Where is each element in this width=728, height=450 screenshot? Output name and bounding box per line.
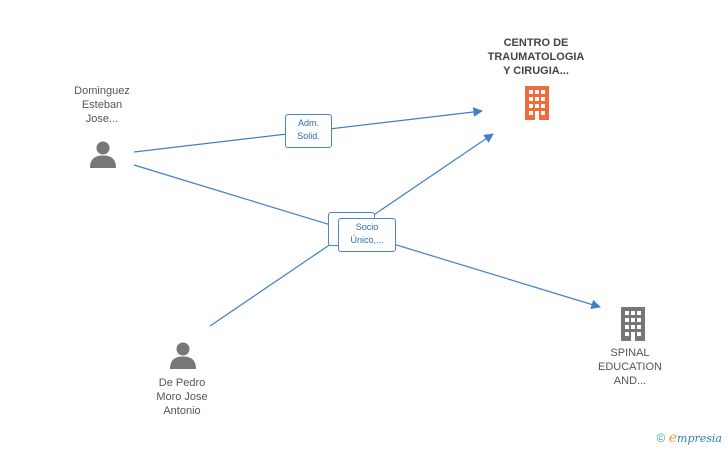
- company-centro-label[interactable]: CENTRO DE TRAUMATOLOGIA Y CIRUGIA...: [487, 37, 585, 77]
- edge-label-socio[interactable]: Socio Único,...: [338, 218, 396, 252]
- person-depedro-label[interactable]: De Pedro Moro Jose Antonio: [156, 377, 208, 417]
- brand-logo-text: mpresia: [677, 432, 722, 445]
- person-icon[interactable]: [168, 340, 198, 370]
- person-dominguez-label[interactable]: Dominguez Esteban Jose...: [74, 85, 130, 125]
- copyright-symbol: ©: [656, 431, 666, 445]
- building-icon[interactable]: [617, 307, 649, 341]
- edge-label-adm[interactable]: Adm. Solid.: [285, 114, 332, 148]
- company-spinal-label[interactable]: SPINAL EDUCATION AND...: [598, 347, 662, 387]
- person-icon[interactable]: [88, 139, 118, 169]
- brand-logo-initial: e: [668, 430, 678, 446]
- building-icon[interactable]: [521, 86, 553, 120]
- empresia-watermark: © empresia: [657, 430, 722, 446]
